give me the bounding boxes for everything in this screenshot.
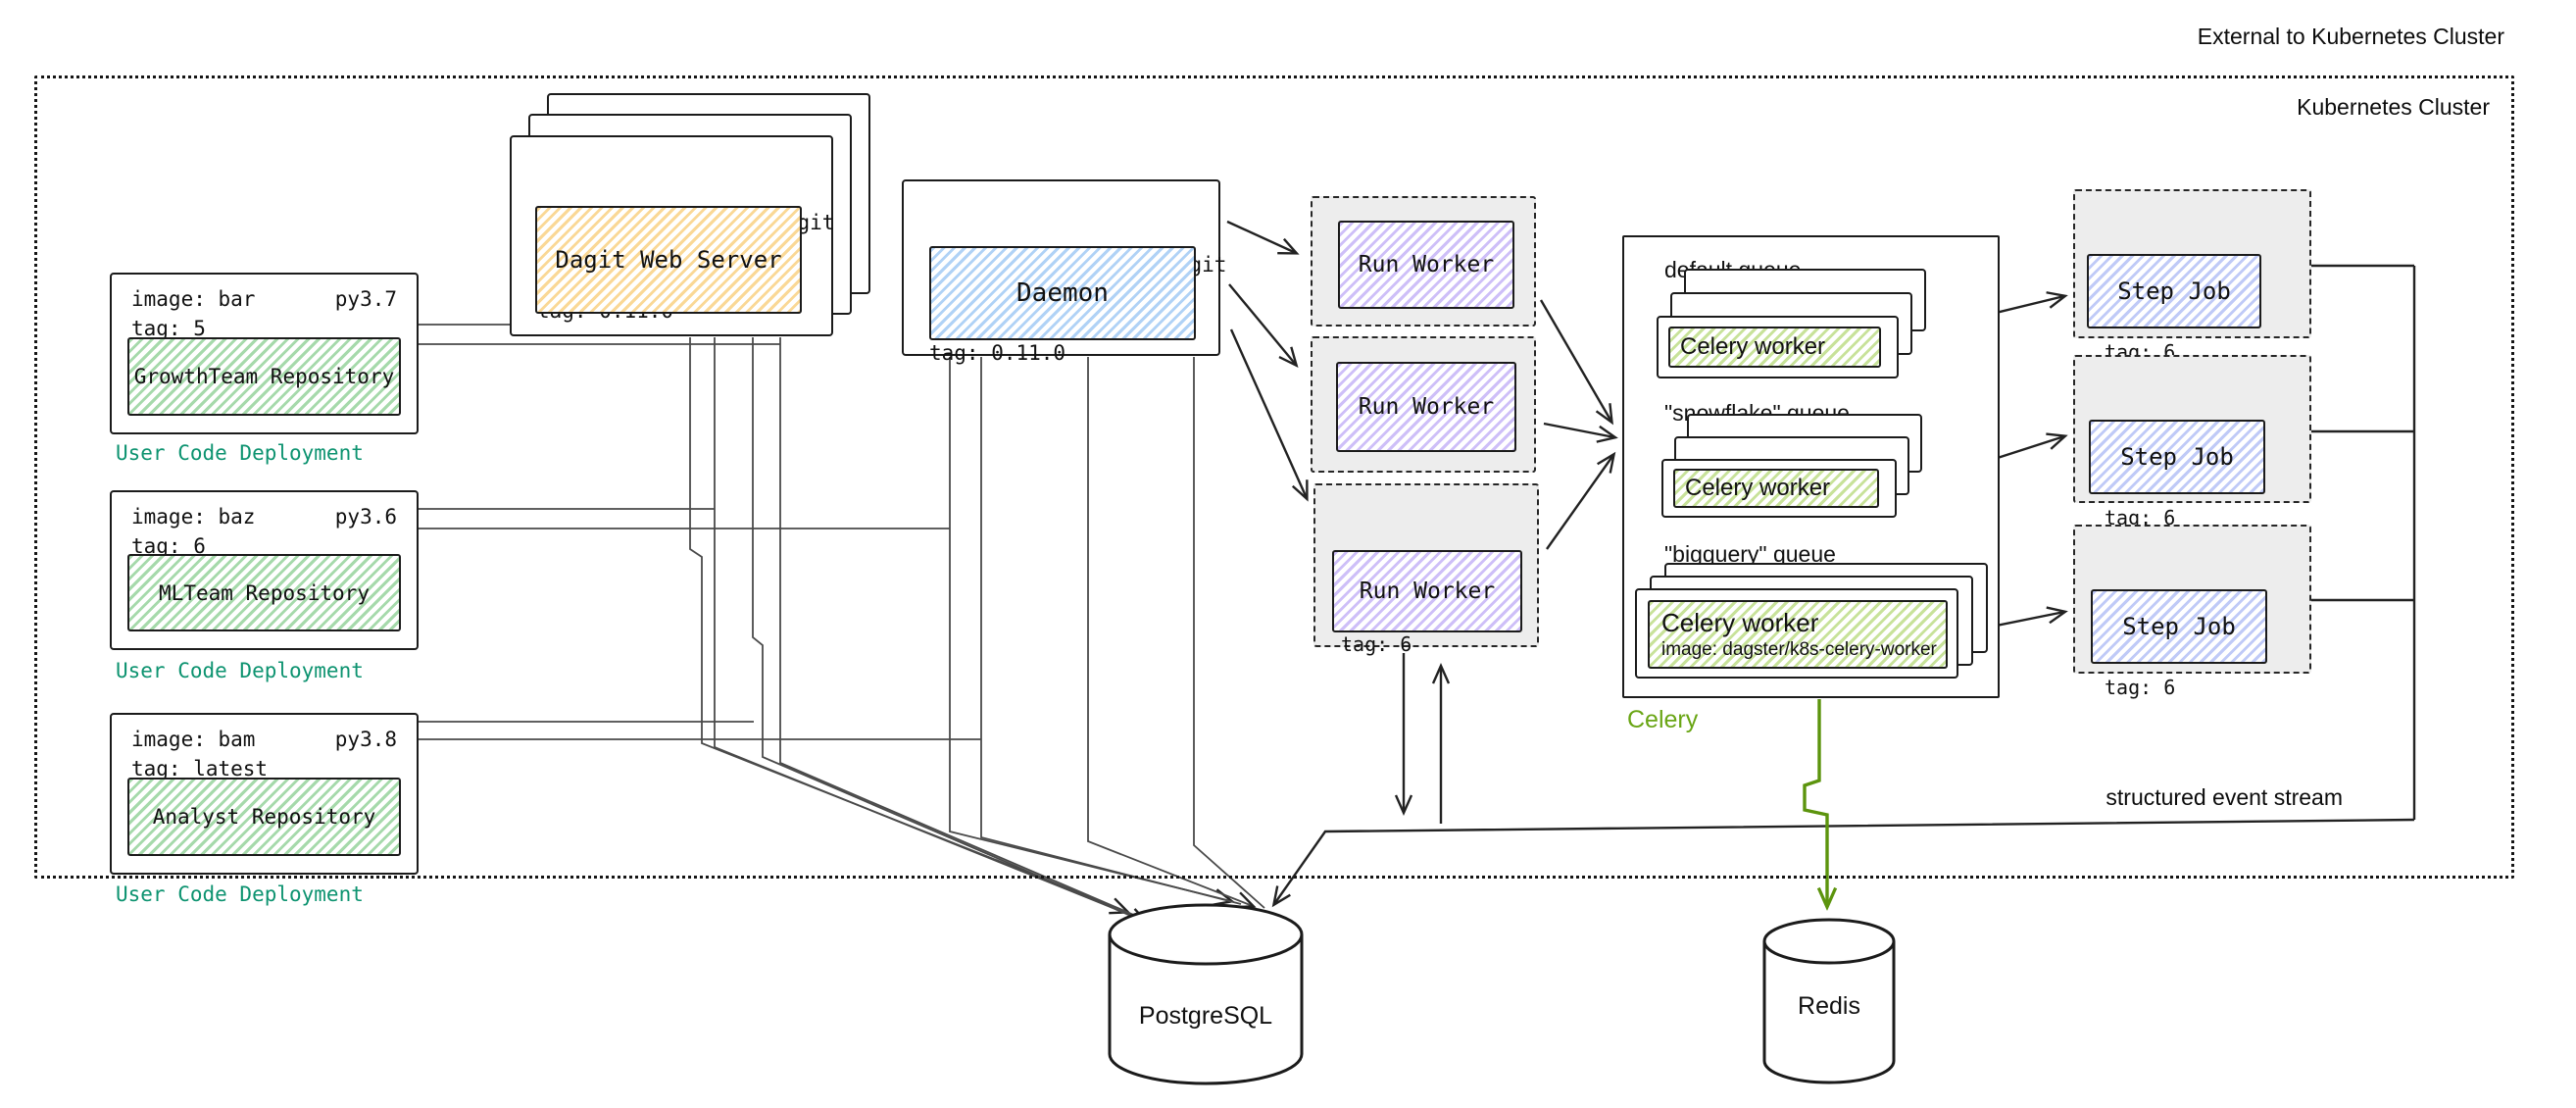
celery-worker-default: Celery worker <box>1657 316 1899 378</box>
celery-worker-image: image: dagster/k8s-celery-worker <box>1661 639 1937 660</box>
image-text: image: bar <box>131 287 256 311</box>
postgres-cylinder <box>1108 903 1304 1085</box>
repository-box: GrowthTeam Repository <box>127 337 401 416</box>
tag-text: tag: latest <box>131 757 269 781</box>
step-job-box: Step Job <box>2087 254 2261 328</box>
step-job-box: Step Job <box>2089 420 2265 494</box>
run-worker-box: Run Worker <box>1336 362 1516 452</box>
run-worker-stream-arrows <box>1394 653 1451 824</box>
step-job-1: image: baz tag: 6 Step Job <box>2073 189 2311 364</box>
celery-worker-box: Celery worker <box>1673 469 1879 508</box>
user-code-deployment-1: image: bar py3.7 tag: 5 GrowthTeam Repos… <box>110 273 419 434</box>
step-job-3: image: baz tag: 6 Step Job <box>2073 525 2311 699</box>
event-stream-lines <box>1271 264 2416 908</box>
user-code-deployment-2: image: baz py3.6 tag: 6 MLTeam Repositor… <box>110 490 419 650</box>
run-worker-2: Run Worker <box>1311 336 1536 473</box>
repository-box: MLTeam Repository <box>127 554 401 631</box>
tag-text: tag: 6 <box>1341 632 1412 656</box>
python-version: py3.6 <box>334 505 397 529</box>
image-text: image: baz <box>131 505 256 529</box>
step-job-2: image: baz tag: 6 Step Job <box>2073 355 2311 529</box>
celery-worker-bigquery: Celery worker image: dagster/k8s-celery-… <box>1635 588 1958 679</box>
image-text: image: bam <box>131 728 256 751</box>
dagit-box: Dagit Web Server <box>535 206 802 314</box>
deployment-meta: image: baz py3.6 tag: 6 <box>131 502 397 561</box>
user-code-deployment-caption-3: User Code Deployment <box>116 882 364 906</box>
bigquery-queue-label: "bigquery" queue <box>1664 541 1836 567</box>
run-worker-1: Run Worker <box>1311 196 1536 327</box>
run-worker-box: Run Worker <box>1338 221 1514 309</box>
redis-cylinder <box>1762 918 1896 1084</box>
tag-text: tag: 0.11.0 <box>929 341 1066 365</box>
kubernetes-cluster-label: Kubernetes Cluster <box>2297 94 2490 120</box>
python-version: py3.7 <box>334 287 397 311</box>
celery-caption: Celery <box>1627 706 1699 733</box>
daemon-box: Daemon <box>929 246 1196 340</box>
deployment-meta: image: bam py3.8 tag: latest <box>131 725 397 783</box>
celery-worker-box: Celery worker <box>1668 327 1881 368</box>
user-code-deployment-caption-1: User Code Deployment <box>116 441 364 465</box>
deployment-meta: image: bar py3.7 tag: 5 <box>131 284 397 343</box>
run-worker-box: Run Worker <box>1332 550 1522 632</box>
tag-text: tag: 6 <box>2105 676 2176 699</box>
external-cluster-label: External to Kubernetes Cluster <box>2197 24 2504 49</box>
dagit-web-server: image: dagster/k8s-dagit tag: 0.11.0 Dag… <box>510 135 834 336</box>
postgres-label: PostgreSQL <box>1138 1002 1273 1030</box>
user-code-deployment-3: image: bam py3.8 tag: latest Analyst Rep… <box>110 713 419 875</box>
kubernetes-cluster-boundary <box>34 76 2514 879</box>
event-stream-label: structured event stream <box>2105 784 2343 810</box>
run-worker-to-celery-arrows <box>1539 299 1618 550</box>
repository-box: Analyst Repository <box>127 778 401 856</box>
celery-worker-snowflake: Celery worker <box>1661 459 1897 518</box>
python-version: py3.8 <box>334 728 397 751</box>
redis-label: Redis <box>1798 992 1860 1020</box>
tag-text: tag: 5 <box>131 317 206 340</box>
step-job-box: Step Job <box>2091 589 2267 664</box>
daemon-to-run-worker-arrows <box>1226 220 1309 502</box>
grpc-wires <box>419 324 1265 927</box>
celery-to-redis-wire <box>1803 699 1827 906</box>
daemon-card: image: dagster/k8s-dagit tag: 0.11.0 Dae… <box>902 179 1226 365</box>
celery-worker-box: Celery worker image: dagster/k8s-celery-… <box>1648 600 1948 669</box>
run-worker-3: image: baz tag: 6 Run Worker <box>1313 483 1539 656</box>
celery-worker-title: Celery worker <box>1661 608 1819 637</box>
user-code-deployment-caption-2: User Code Deployment <box>116 659 364 682</box>
